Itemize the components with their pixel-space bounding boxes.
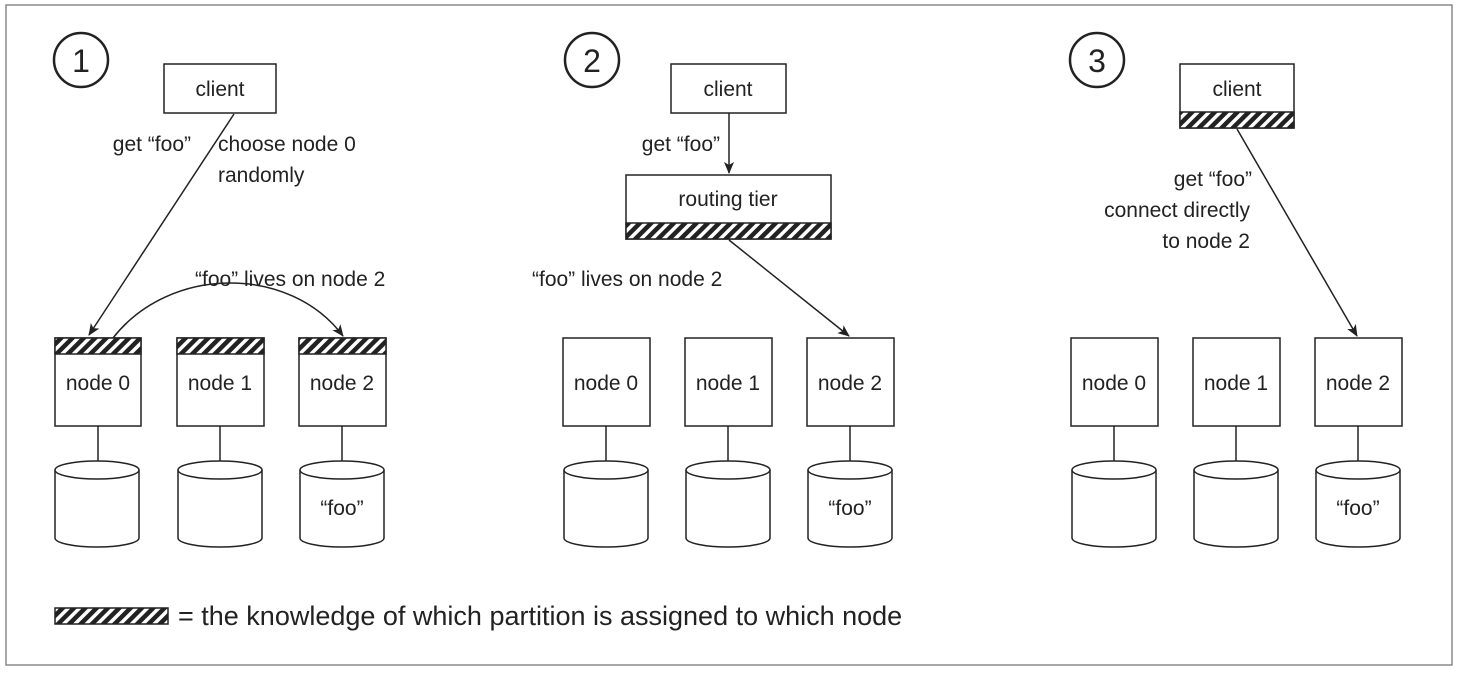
forward-arrow [112, 282, 344, 339]
request-arrow [88, 113, 235, 336]
node-label: node 1 [188, 372, 252, 395]
node-label: node 2 [818, 372, 882, 395]
client-label: client [195, 78, 244, 101]
panel-number: 2 [583, 43, 601, 79]
panel-number: 1 [72, 43, 90, 79]
disk-2: “foo” [807, 460, 893, 548]
disk-2: “foo” [299, 460, 385, 548]
panel-number: 3 [1088, 43, 1106, 79]
request-label: get “foo” [642, 133, 720, 156]
disk-label: “foo” [828, 497, 871, 520]
node-label: node 1 [696, 372, 760, 395]
node-label: node 2 [310, 372, 374, 395]
note-line-1: get “foo” [1174, 168, 1252, 191]
legend-hatch-swatch [54, 607, 169, 625]
disk-1 [1193, 460, 1279, 548]
panel-2: 2 client get “foo” routing tier “foo” li… [532, 31, 895, 548]
node-label: node 0 [574, 372, 638, 395]
legend-text: = the knowledge of which partition is as… [178, 601, 902, 631]
node-label: node 2 [1326, 372, 1390, 395]
forward-note: “foo” lives on node 2 [195, 268, 385, 291]
panel-number-circle [52, 31, 110, 89]
node-0: node 0 [1070, 337, 1159, 462]
disk-0 [1071, 460, 1157, 548]
client-box [670, 63, 787, 114]
disk-1 [177, 460, 263, 548]
node-label: node 0 [1082, 372, 1146, 395]
panel-number-circle [1068, 31, 1126, 89]
note-line-3: to node 2 [1162, 230, 1250, 253]
partition-knowledge-hatch [54, 337, 142, 355]
request-label: get “foo” [113, 133, 191, 156]
node-1: node 1 [1192, 337, 1281, 462]
panel-3: 3 client get “foo” connect directly to n… [1068, 31, 1403, 548]
outer-frame [5, 4, 1453, 666]
disk-0 [563, 460, 649, 548]
disk-1 [685, 460, 771, 548]
disk-label: “foo” [1336, 497, 1379, 520]
note-line-1: choose node 0 [218, 133, 356, 156]
node-2: node 2 [806, 337, 895, 462]
panel-1: 1 client get “foo” choose node 0 randoml… [52, 31, 387, 548]
disk-2: “foo” [1315, 460, 1401, 548]
legend: = the knowledge of which partition is as… [54, 601, 902, 631]
node-2: node 2 [298, 337, 387, 462]
disk-label: “foo” [320, 497, 363, 520]
partition-knowledge-hatch [298, 337, 387, 355]
node-1: node 1 [684, 337, 773, 462]
node-0: node 0 [562, 337, 651, 462]
forward-note: “foo” lives on node 2 [532, 268, 722, 291]
node-2: node 2 [1314, 337, 1403, 462]
client-label: client [1212, 78, 1261, 101]
forward-arrow [728, 239, 850, 337]
client-label: client [703, 78, 752, 101]
partition-knowledge-hatch [176, 337, 265, 355]
node-0: node 0 [54, 337, 142, 462]
disk-0 [54, 460, 140, 548]
panel-number-circle [563, 31, 621, 89]
routing-tier-label: routing tier [678, 188, 777, 211]
partition-knowledge-hatch [1179, 111, 1295, 129]
note-line-2: connect directly [1104, 199, 1250, 222]
client-box [163, 63, 277, 114]
node-label: node 0 [66, 372, 130, 395]
node-1: node 1 [176, 337, 265, 462]
partition-knowledge-hatch [625, 222, 832, 240]
node-label: node 1 [1204, 372, 1268, 395]
note-line-2: randomly [218, 164, 305, 187]
direct-arrow [1236, 128, 1358, 337]
